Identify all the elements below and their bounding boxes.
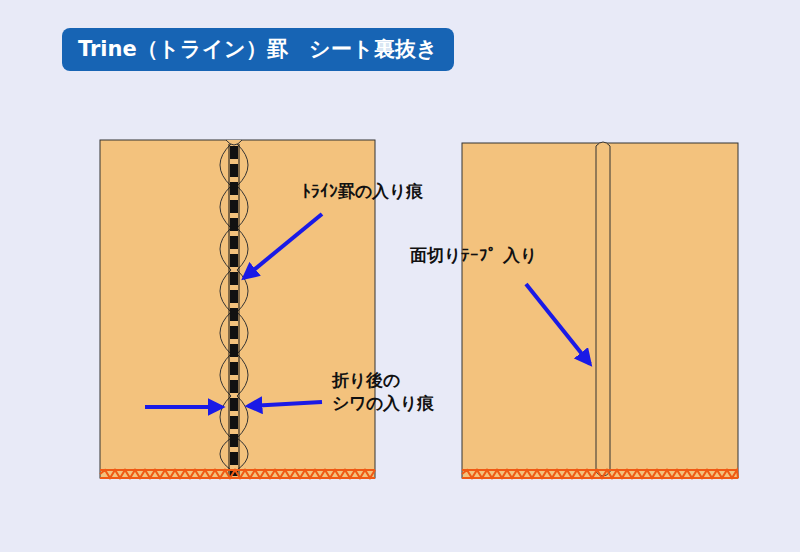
callout-label: ﾄﾗｲﾝ罫の入り痕 (302, 180, 423, 203)
title: Trine（トライン）罫 シート裏抜き (62, 28, 454, 71)
callout-label: 折り後の シワの入り痕 (332, 369, 462, 415)
callout-label: 面切りﾃｰﾌﾟ 入り (410, 244, 537, 267)
right-sheet (462, 142, 738, 478)
